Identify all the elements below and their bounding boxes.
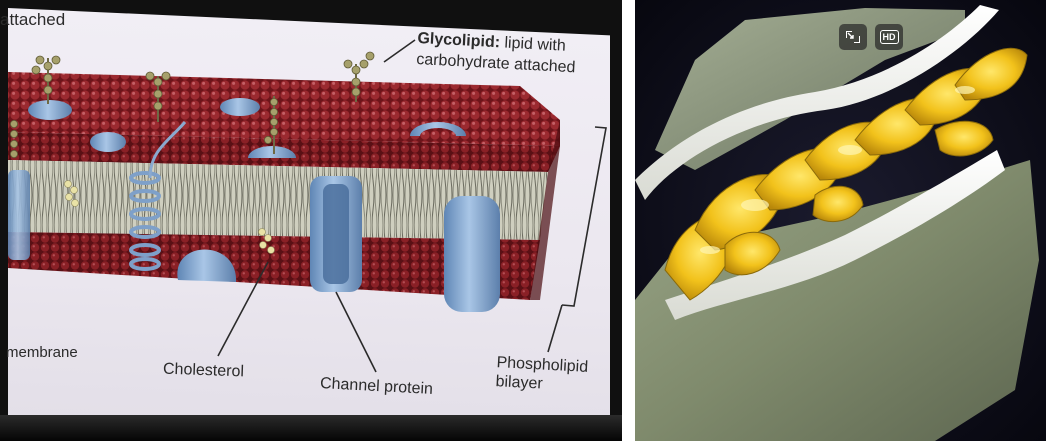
picture-in-picture-exit-icon bbox=[845, 30, 861, 44]
hd-label: HD bbox=[880, 30, 899, 44]
cell-membrane-diagram-photo: attached Glycolipid: lipid with carbohyd… bbox=[0, 0, 622, 441]
gold-mineral-video-frame[interactable]: HD bbox=[635, 0, 1046, 441]
gold-specimen-image bbox=[635, 0, 1046, 441]
video-controls: HD bbox=[839, 24, 903, 50]
exit-picture-in-picture-button[interactable] bbox=[839, 24, 867, 50]
label-membrane: membrane bbox=[6, 344, 78, 361]
label-phospholipid-bilayer: Phospholipid bilayer bbox=[495, 353, 607, 397]
page-shadow-edge bbox=[0, 415, 622, 441]
label-glycolipid-term: Glycolipid: bbox=[417, 30, 500, 51]
label-attached: attached bbox=[0, 10, 65, 30]
label-cholesterol: Cholesterol bbox=[163, 361, 245, 382]
hd-quality-button[interactable]: HD bbox=[875, 24, 903, 50]
